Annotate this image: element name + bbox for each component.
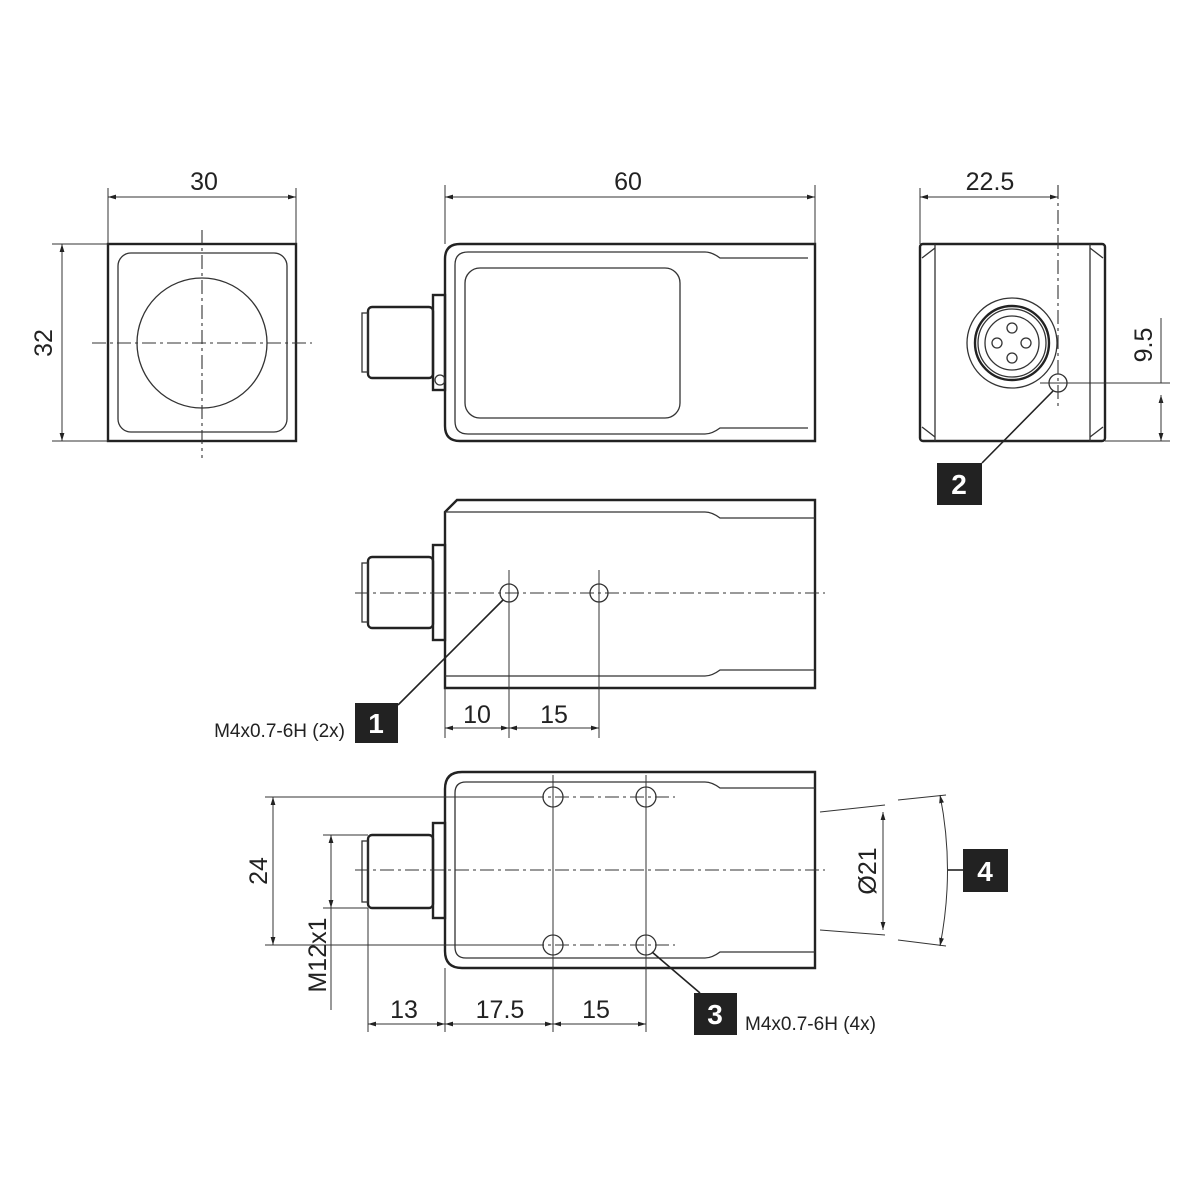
dim-front-width: 30 xyxy=(190,168,218,196)
connector-pins xyxy=(991,322,1032,364)
svg-text:1: 1 xyxy=(368,708,384,739)
dim-rear-hole-height: 9.5 xyxy=(1130,328,1158,363)
callout-4 xyxy=(963,849,1008,892)
mounting-holes xyxy=(542,786,657,956)
middle-view: 10 15 1 M4x0.7-6H (2x) xyxy=(214,498,825,743)
rear-view: 22.5 9.5 2 xyxy=(918,168,1170,505)
front-view: 30 32 xyxy=(30,168,312,458)
side-view: 60 xyxy=(361,168,817,443)
svg-text:2: 2 xyxy=(951,469,967,500)
dim-hole-spacing-2: 15 xyxy=(582,996,610,1024)
callout-1 xyxy=(355,703,398,743)
thread-note-3: M4x0.7-6H (4x) xyxy=(745,1014,876,1035)
dim-rear-width: 22.5 xyxy=(966,168,1015,196)
dim-hole-offset-2: 17.5 xyxy=(476,996,525,1024)
callout-2 xyxy=(937,463,982,505)
svg-text:3: 3 xyxy=(707,999,723,1030)
callout-3 xyxy=(694,993,737,1035)
dim-side-length: 60 xyxy=(614,168,642,196)
dim-connector-thread: M12x1 xyxy=(304,917,332,992)
dim-hole-spacing-1: 15 xyxy=(540,701,568,729)
dim-lens-diameter: Ø21 xyxy=(854,847,882,894)
dim-hole-distance: 24 xyxy=(245,857,273,885)
thread-note-1: M4x0.7-6H (2x) xyxy=(214,721,345,742)
dim-hole-offset-1: 10 xyxy=(463,701,491,729)
svg-text:4: 4 xyxy=(977,856,993,887)
dim-front-height: 32 xyxy=(30,329,58,357)
dim-connector-length: 13 xyxy=(390,996,418,1024)
bottom-view: 13 17.5 15 24 M12x1 Ø21 4 3 M4x0.7-6H (4… xyxy=(245,770,1008,1035)
